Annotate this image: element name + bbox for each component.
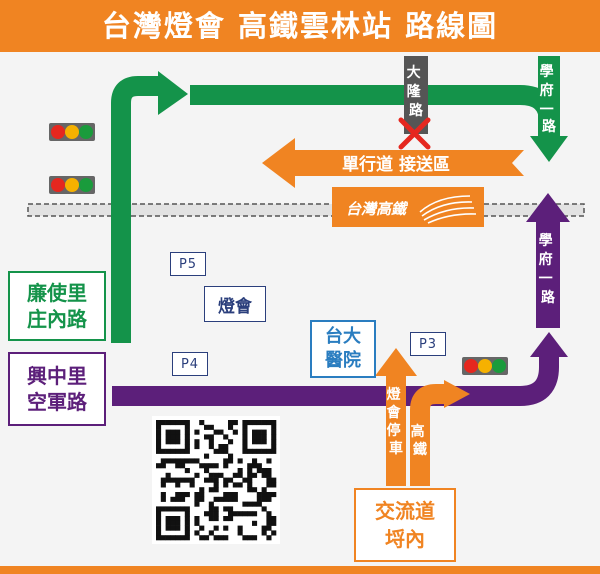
thsr-wing-icon: [419, 195, 477, 224]
dalong-road-label: 大 隆 路: [407, 64, 426, 119]
traffic-light-icon: [49, 123, 95, 141]
xuefu-road-right: 學 府 一 路: [526, 193, 570, 328]
traffic-light-icon: [49, 176, 95, 194]
ntu-hospital-label-box: 台大 醫院: [310, 320, 376, 378]
oneway-dropoff-arrow: 單行道 接送區: [262, 138, 524, 188]
xuefu-right-label: 學 府 一 路: [539, 233, 558, 306]
header-bar: 台灣燈會 高鐵雲林站 路線圖: [0, 0, 600, 52]
footer-bar: [0, 566, 600, 574]
oneway-label: 單行道 接送區: [342, 154, 450, 175]
hsr-lane-label: 高 鐵: [411, 423, 430, 458]
xuefu-top-label: 學 府 一 路: [540, 64, 559, 135]
parking-p5-box: P5: [170, 252, 206, 276]
green-road-lianshi: [111, 71, 188, 343]
xingzhong-label-box: 興中里 空軍路: [8, 352, 106, 426]
deng-parking-label: 燈 會 停 車: [386, 386, 406, 457]
interchange-label-box: 交流道 埒內: [354, 488, 456, 562]
page-title: 台灣燈會 高鐵雲林站 路線圖: [101, 9, 499, 43]
no-entry-x-icon: [398, 117, 431, 150]
thsr-logo: 台灣高鐵: [332, 187, 484, 227]
qr-code: [152, 416, 280, 544]
parking-p4-box: P4: [172, 352, 208, 376]
purple-road-xingzhong: [112, 332, 568, 406]
traffic-light-icon: [462, 357, 508, 375]
xuefu-road-top: 學 府 一 路: [538, 56, 560, 140]
denghui-label-box: 燈會: [204, 286, 266, 322]
thsr-logo-text: 台灣高鐵: [346, 200, 409, 218]
parking-p3-box: P3: [410, 332, 446, 356]
orange-parking-arrow: 燈 會 停 車: [375, 348, 417, 486]
orange-hsr-arrow: 高 鐵: [410, 380, 470, 486]
lianshi-label-box: 廉使里 庄內路: [8, 271, 106, 341]
